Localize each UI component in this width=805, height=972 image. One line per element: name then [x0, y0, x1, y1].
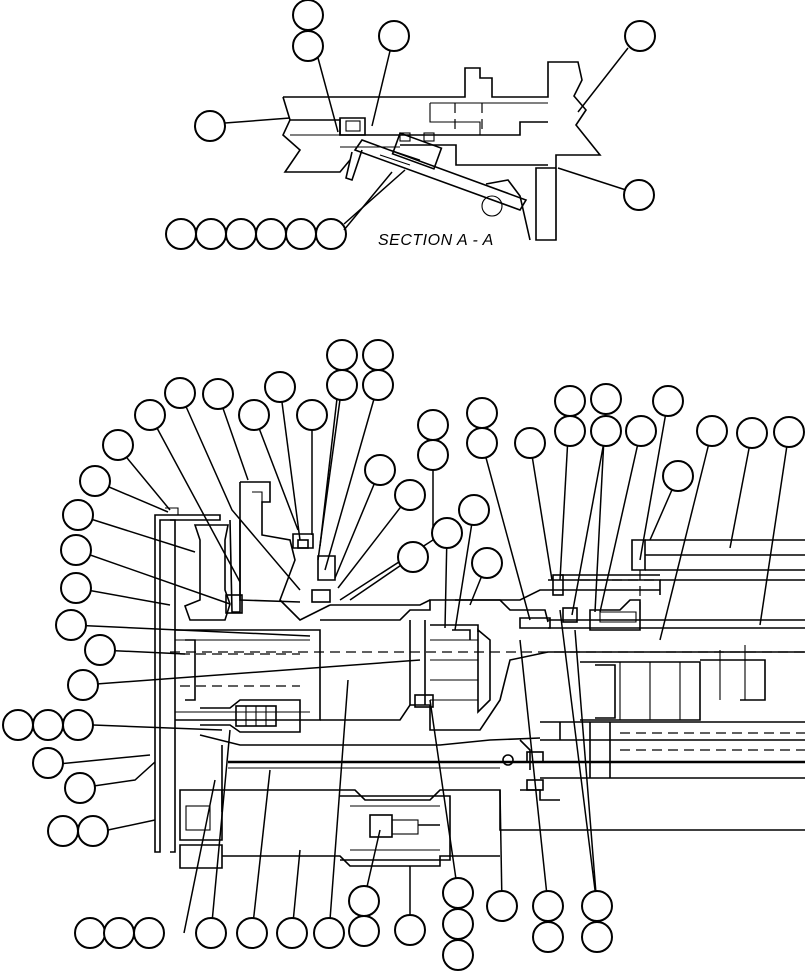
callout-bubble[interactable]: [362, 369, 394, 401]
callout-bubble[interactable]: [55, 609, 87, 641]
callout-bubble[interactable]: [486, 890, 518, 922]
callout-bubble[interactable]: [326, 339, 358, 371]
callout-bubble[interactable]: [64, 772, 96, 804]
callout-bubble[interactable]: [348, 885, 380, 917]
callout-bubble[interactable]: [458, 494, 490, 526]
callout-bubble[interactable]: [623, 179, 655, 211]
callout-bubble[interactable]: [326, 369, 358, 401]
callout-bubble[interactable]: [773, 416, 805, 448]
callout-bubble[interactable]: [194, 110, 226, 142]
callout-bubble[interactable]: [442, 939, 474, 971]
callout-bubble[interactable]: [195, 218, 227, 250]
callout-bubble[interactable]: [103, 917, 135, 949]
callout-bubble[interactable]: [2, 709, 34, 741]
section-a-a-detail: [282, 61, 602, 241]
callout-bubble[interactable]: [662, 460, 694, 492]
callout-bubble[interactable]: [364, 454, 396, 486]
callout-bubble[interactable]: [264, 371, 296, 403]
callout-bubble[interactable]: [466, 397, 498, 429]
callout-bubble[interactable]: [696, 415, 728, 447]
callout-bubble[interactable]: [313, 917, 345, 949]
callout-bubble[interactable]: [47, 815, 79, 847]
callout-bubble[interactable]: [348, 915, 380, 947]
callout-bubble[interactable]: [32, 709, 64, 741]
main-leaders: [47, 354, 790, 934]
callout-bubble[interactable]: [736, 417, 768, 449]
callout-bubble[interactable]: [397, 541, 429, 573]
section-a-a-callouts: [165, 0, 656, 250]
callout-bubble[interactable]: [296, 399, 328, 431]
callout-bubble[interactable]: [285, 218, 317, 250]
callout-bubble[interactable]: [554, 415, 586, 447]
callout-bubble[interactable]: [102, 429, 134, 461]
callout-bubble[interactable]: [62, 709, 94, 741]
callout-bubble[interactable]: [67, 669, 99, 701]
callout-bubble[interactable]: [581, 890, 613, 922]
section-a-a-label: SECTION A - A: [378, 232, 494, 249]
callout-bubble[interactable]: [624, 20, 656, 52]
callout-bubble[interactable]: [62, 499, 94, 531]
callout-bubble[interactable]: [84, 634, 116, 666]
section-a-a-leaders: [224, 47, 629, 231]
callout-bubble[interactable]: [292, 0, 324, 31]
callout-bubble[interactable]: [590, 383, 622, 415]
callout-bubble[interactable]: [625, 415, 657, 447]
callout-bubble[interactable]: [133, 917, 165, 949]
callout-bubble[interactable]: [225, 218, 257, 250]
callout-bubble[interactable]: [581, 921, 613, 953]
callout-bubble[interactable]: [431, 517, 463, 549]
callout-bubble[interactable]: [394, 479, 426, 511]
main-callouts: [2, 339, 805, 971]
callout-bubble[interactable]: [60, 534, 92, 566]
callout-bubble[interactable]: [532, 890, 564, 922]
callout-bubble[interactable]: [165, 218, 197, 250]
callout-bubble[interactable]: [236, 917, 268, 949]
callout-bubble[interactable]: [466, 427, 498, 459]
callout-bubble[interactable]: [238, 399, 270, 431]
callout-bubble[interactable]: [195, 917, 227, 949]
callout-bubble[interactable]: [442, 908, 474, 940]
callout-bubble[interactable]: [134, 399, 166, 431]
callout-bubble[interactable]: [442, 877, 474, 909]
callout-bubble[interactable]: [77, 815, 109, 847]
callout-bubble[interactable]: [394, 914, 426, 946]
callout-bubble[interactable]: [164, 377, 196, 409]
callout-bubble[interactable]: [60, 572, 92, 604]
callout-bubble[interactable]: [362, 339, 394, 371]
callout-bubble[interactable]: [417, 409, 449, 441]
callout-bubble[interactable]: [202, 378, 234, 410]
callout-bubble[interactable]: [276, 917, 308, 949]
callout-bubble[interactable]: [74, 917, 106, 949]
callout-bubble[interactable]: [471, 547, 503, 579]
callout-bubble[interactable]: [32, 747, 64, 779]
callout-bubble[interactable]: [292, 30, 324, 62]
callout-bubble[interactable]: [554, 385, 586, 417]
callout-bubble[interactable]: [652, 385, 684, 417]
callout-bubble[interactable]: [417, 439, 449, 471]
callout-bubble[interactable]: [79, 465, 111, 497]
callout-bubble[interactable]: [590, 415, 622, 447]
callout-bubble[interactable]: [532, 921, 564, 953]
callout-bubble[interactable]: [315, 218, 347, 250]
callout-bubble[interactable]: [255, 218, 287, 250]
main-assembly: [154, 481, 805, 869]
callout-bubble[interactable]: [378, 20, 410, 52]
callout-bubble[interactable]: [514, 427, 546, 459]
